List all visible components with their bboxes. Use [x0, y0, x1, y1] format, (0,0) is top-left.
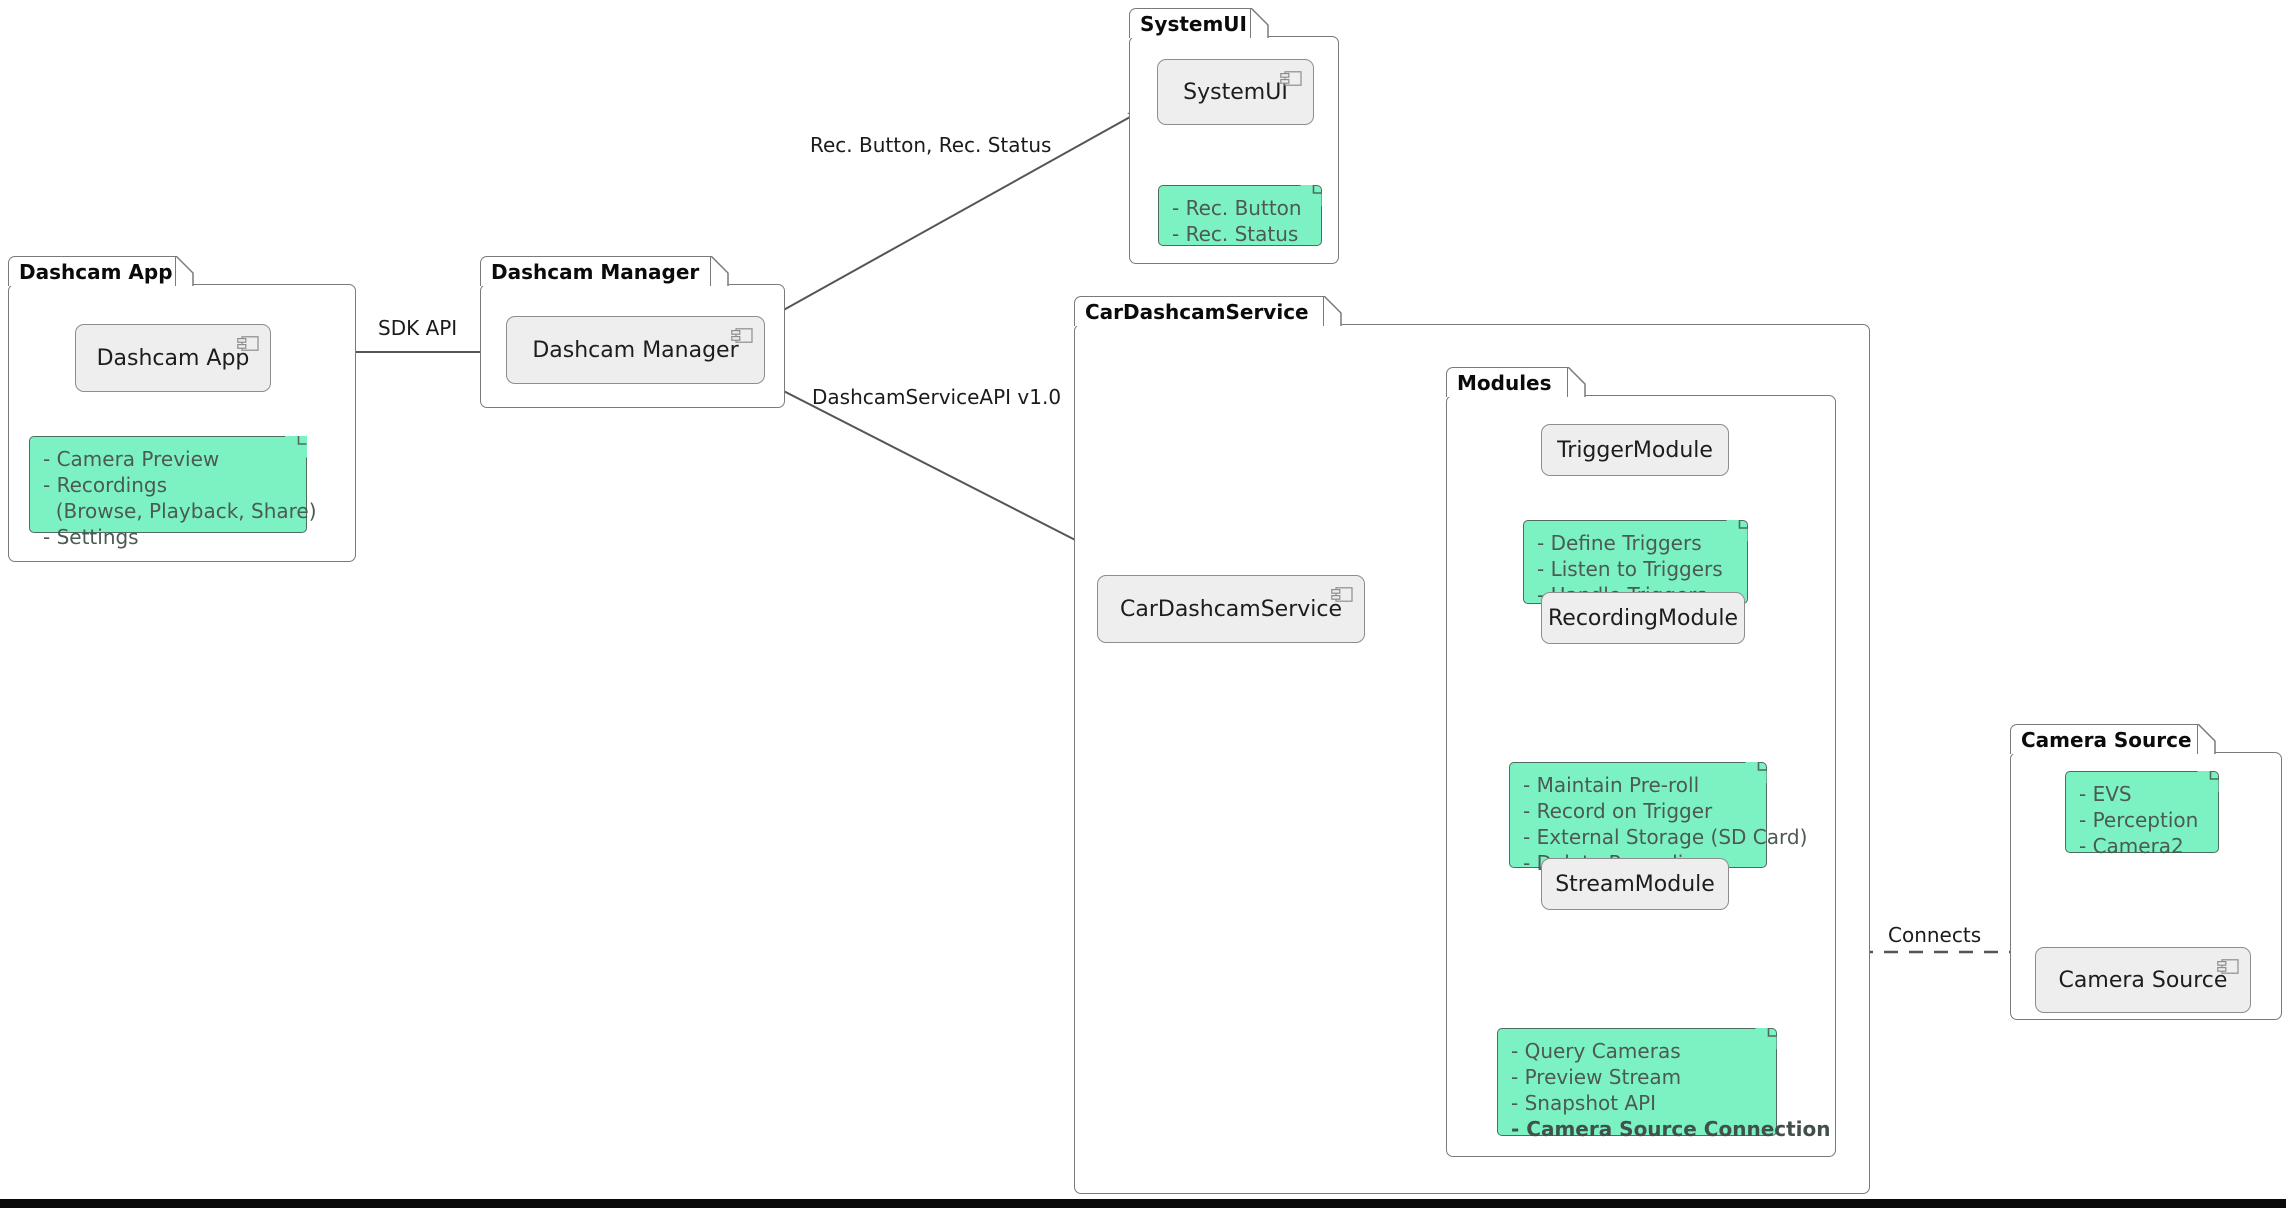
note-dogear-icon: [1755, 1028, 1777, 1050]
note-line: - Preview Stream: [1511, 1065, 1682, 1089]
component-system-ui[interactable]: SystemUI: [1157, 59, 1314, 125]
package-dashcam-app-body: Dashcam App - Camera: [8, 284, 356, 562]
component-dashcam-app[interactable]: Dashcam App: [75, 324, 271, 392]
note-line: - Snapshot API: [1511, 1091, 1657, 1115]
package-dashcam-app: Dashcam App Dashcam App: [8, 256, 356, 562]
note-line: - Define Triggers: [1537, 531, 1702, 555]
package-car-dashcam-service-label: CarDashcamService: [1085, 299, 1309, 324]
note-line: - External Storage (SD Card): [1523, 825, 1808, 849]
edge-label-rec-button-status: Rec. Button, Rec. Status: [810, 133, 1052, 157]
component-recording-module-label: RecordingModule: [1547, 605, 1739, 631]
edge-label-connects: Connects: [1888, 923, 1982, 947]
package-system-ui: SystemUI SystemUI - Rec. Button: [1129, 8, 1339, 264]
package-camera-source: Camera Source - EVS - Perception - Camer…: [2010, 724, 2282, 1020]
package-system-ui-tab: SystemUI: [1129, 8, 1251, 38]
note-line: - Record on Trigger: [1523, 799, 1713, 823]
component-camera-source-label: Camera Source: [2058, 967, 2228, 993]
note-dogear-icon: [1745, 762, 1767, 784]
note-line: - Recordings: [43, 473, 168, 497]
bottom-rule-divider: [0, 1199, 2286, 1208]
note-line-emphasis: - Camera Source Connection: [1511, 1117, 1831, 1141]
note-line: - Rec. Button: [1172, 196, 1302, 220]
package-dashcam-app-label: Dashcam App: [19, 259, 173, 284]
component-trigger-module[interactable]: TriggerModule: [1541, 424, 1729, 476]
note-dogear-icon: [2197, 771, 2219, 793]
package-tab-slant-icon: [176, 256, 194, 286]
package-camera-source-tab: Camera Source: [2010, 724, 2198, 754]
package-dashcam-app-tab: Dashcam App: [8, 256, 176, 286]
note-line: - Rec. Status: [1172, 222, 1299, 246]
package-car-dashcam-service-body: CarDashcamService Modules: [1074, 324, 1870, 1194]
package-tab-slant-icon: [711, 256, 729, 286]
package-camera-source-body: - EVS - Perception - Camera2 Camera Sour…: [2010, 752, 2282, 1020]
component-dashcam-manager-label: Dashcam Manager: [532, 337, 739, 363]
component-stereotype-icon: [2217, 959, 2239, 974]
note-trigger-module: - Define Triggers - Listen to Triggers -…: [1523, 520, 1748, 607]
note-line: - Maintain Pre-roll: [1523, 773, 1700, 797]
edge-label-sdk-api: SDK API: [378, 316, 458, 340]
note-dogear-icon: [1726, 520, 1748, 542]
package-car-dashcam-service-tab: CarDashcamService: [1074, 296, 1324, 326]
package-dashcam-manager-tab: Dashcam Manager: [480, 256, 711, 286]
package-dashcam-manager-label: Dashcam Manager: [491, 259, 700, 284]
component-recording-module[interactable]: RecordingModule: [1541, 592, 1745, 644]
component-car-dashcam-service-label: CarDashcamService: [1119, 596, 1343, 622]
note-camera-source: - EVS - Perception - Camera2: [2065, 771, 2219, 858]
note-line: - Camera Preview: [43, 447, 220, 471]
component-car-dashcam-service[interactable]: CarDashcamService: [1097, 575, 1365, 643]
note-line: - Camera2: [2079, 834, 2184, 858]
component-stream-module[interactable]: StreamModule: [1541, 858, 1729, 910]
package-modules-tab: Modules: [1446, 367, 1568, 397]
component-stereotype-icon: [731, 328, 753, 343]
package-car-dashcam-service: CarDashcamService CarDashcamService Modu…: [1074, 296, 1870, 1194]
note-line: (Browse, Playback, Share): [43, 499, 317, 523]
package-modules-label: Modules: [1457, 370, 1552, 395]
component-dashcam-app-label: Dashcam App: [96, 345, 250, 371]
note-dogear-icon: [285, 436, 307, 458]
note-line: - Query Cameras: [1511, 1039, 1681, 1063]
package-dashcam-manager: Dashcam Manager Dashcam Manager: [480, 256, 785, 408]
note-stream-module: - Query Cameras - Preview Stream - Snaps…: [1497, 1028, 1831, 1141]
note-recording-module: - Maintain Pre-roll - Record on Trigger …: [1509, 762, 1808, 875]
component-dashcam-manager[interactable]: Dashcam Manager: [506, 316, 765, 384]
package-system-ui-body: SystemUI - Rec. Button - Rec. Status: [1129, 36, 1339, 264]
package-tab-slant-icon: [1251, 8, 1269, 38]
package-camera-source-label: Camera Source: [2021, 727, 2192, 752]
edge-label-dashcam-service-api: DashcamServiceAPI v1.0: [812, 385, 1062, 409]
package-system-ui-label: SystemUI: [1140, 11, 1247, 36]
note-dashcam-app: - Camera Preview - Recordings (Browse, P…: [29, 436, 317, 549]
package-tab-slant-icon: [1324, 296, 1342, 326]
component-camera-source[interactable]: Camera Source: [2035, 947, 2251, 1013]
component-stream-module-label: StreamModule: [1555, 871, 1715, 897]
note-line: - Listen to Triggers: [1537, 557, 1723, 581]
note-system-ui: - Rec. Button - Rec. Status: [1158, 185, 1322, 246]
note-line: - Perception: [2079, 808, 2199, 832]
component-stereotype-icon: [237, 336, 259, 351]
package-modules-body: TriggerModule - Define Triggers - Listen…: [1446, 395, 1836, 1157]
note-dogear-icon: [1300, 185, 1322, 207]
component-system-ui-label: SystemUI: [1183, 79, 1288, 105]
component-stereotype-icon: [1280, 71, 1302, 86]
package-modules: Modules TriggerModule: [1446, 367, 1836, 1157]
package-dashcam-manager-body: Dashcam Manager: [480, 284, 785, 408]
component-stereotype-icon: [1331, 587, 1353, 602]
package-tab-slant-icon: [2198, 724, 2216, 754]
package-tab-slant-icon: [1568, 367, 1586, 397]
component-trigger-module-label: TriggerModule: [1557, 437, 1713, 463]
note-line: - Settings: [43, 525, 139, 549]
note-line: - EVS: [2079, 782, 2132, 806]
